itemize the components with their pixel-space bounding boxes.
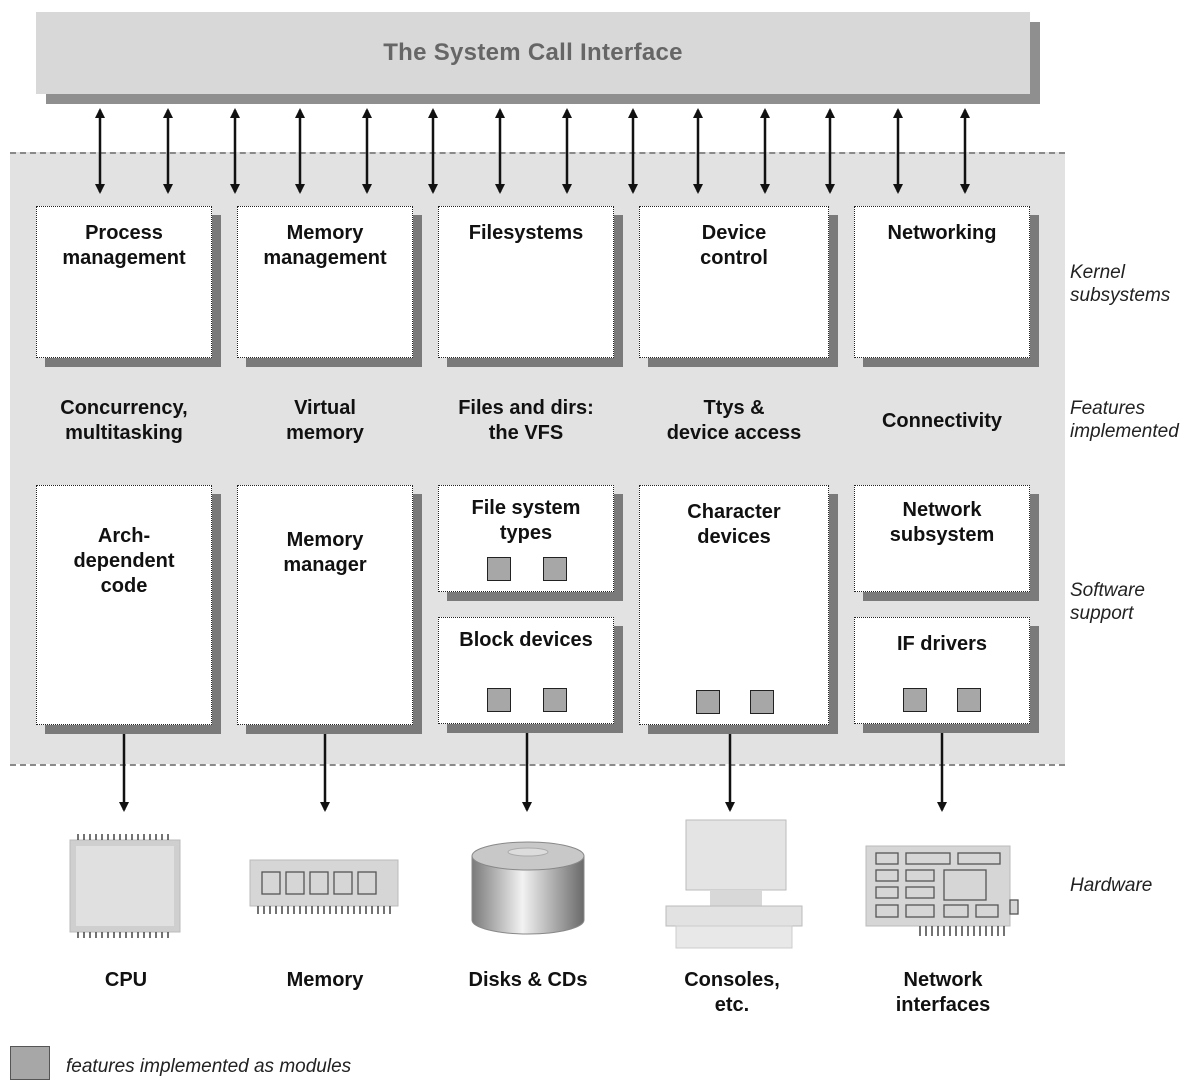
filesystems-label: Filesystems <box>468 222 584 244</box>
module-square <box>487 557 511 581</box>
process-management-label: Process management <box>62 222 186 269</box>
block-devices-label: Block devices <box>459 629 593 651</box>
device-control-label: Device control <box>700 222 768 269</box>
syscall-arrows <box>95 108 970 194</box>
memory-management-label: Memory management <box>263 222 387 269</box>
feature-concurrency: Concurrency, multitasking <box>60 397 188 444</box>
block-devices-box: Block devices <box>438 617 614 724</box>
device-control-box: Device control <box>639 206 829 358</box>
filesystems-box: Filesystems <box>438 206 614 358</box>
module-square <box>750 690 774 714</box>
fs-types-label: File system types <box>471 497 581 544</box>
networking-box: Networking <box>854 206 1030 358</box>
feature-ttys: Ttys & device access <box>666 397 802 444</box>
kernel-bottom-boundary <box>10 764 1065 766</box>
network-subsystem-label: Network subsystem <box>889 499 995 546</box>
network-subsystem-box: Network subsystem <box>854 485 1030 592</box>
character-devices-label: Character devices <box>687 501 781 548</box>
character-devices-box: Character devices <box>639 485 829 725</box>
hardware-arrows <box>119 727 947 812</box>
module-square <box>696 690 720 714</box>
kernel-top-boundary <box>10 152 1065 154</box>
process-management-box: Process management <box>36 206 212 358</box>
arch-dependent-box: Arch- dependent code <box>36 485 212 725</box>
feature-connectivity: Connectivity <box>881 410 1003 432</box>
console-icon <box>665 819 803 949</box>
legend-label: features implemented as modules <box>66 1056 352 1077</box>
hardware-label-consoles: Consoles, etc. <box>684 969 780 1016</box>
network-card-icon <box>865 845 1019 936</box>
row-label-kernel-subsystems: Kernel subsystems <box>1070 262 1171 306</box>
networking-label: Networking <box>887 222 997 244</box>
hardware-label-cpu: CPU <box>104 969 148 991</box>
row-label-software-support: Software support <box>1070 580 1145 624</box>
module-square <box>543 557 567 581</box>
arch-dependent-label: Arch- dependent code <box>73 525 175 597</box>
hardware-label-disks: Disks & CDs <box>468 969 588 991</box>
feature-files-dirs: Files and dirs: the VFS <box>458 397 594 444</box>
hardware-label-memory: Memory <box>286 969 364 991</box>
system-call-interface-label: The System Call Interface <box>383 39 683 66</box>
if-drivers-box: IF drivers <box>854 617 1030 724</box>
hardware-label-network: Network interfaces <box>895 969 991 1016</box>
memory-manager-box: Memory manager <box>237 485 413 725</box>
row-label-hardware: Hardware <box>1070 875 1153 896</box>
fs-types-box: File system types <box>438 485 614 592</box>
cpu-icon <box>69 834 181 938</box>
module-square <box>543 688 567 712</box>
module-square <box>903 688 927 712</box>
system-call-interface: The System Call Interface <box>36 12 1030 94</box>
memory-module-icon <box>249 859 399 914</box>
memory-manager-label: Memory manager <box>283 529 367 576</box>
legend-module-swatch <box>10 1046 50 1080</box>
feature-virtual-memory: Virtual memory <box>286 397 364 444</box>
memory-management-box: Memory management <box>237 206 413 358</box>
if-drivers-label: IF drivers <box>896 633 988 655</box>
module-square <box>957 688 981 712</box>
disk-icon <box>471 841 585 935</box>
row-label-features: Features implemented <box>1070 398 1179 442</box>
module-square <box>487 688 511 712</box>
